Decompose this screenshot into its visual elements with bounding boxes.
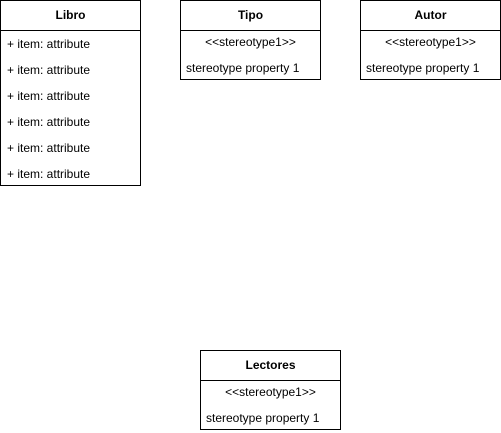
class-autor-stereotype: <<stereotype1>> [385, 35, 476, 49]
class-tipo-title: Tipo [181, 1, 320, 31]
libro-attribute: + item: attribute [7, 141, 91, 155]
libro-attribute: + item: attribute [7, 167, 91, 181]
class-libro-title: Libro [1, 1, 140, 31]
class-lectores-property: stereotype property 1 [206, 411, 320, 425]
class-tipo-property: stereotype property 1 [186, 61, 300, 75]
class-tipo[interactable]: Tipo <<stereotype1>> stereotype property… [180, 0, 321, 80]
class-libro[interactable]: Libro + item: attribute + item: attribut… [0, 0, 141, 186]
libro-attribute: + item: attribute [7, 115, 91, 129]
class-tipo-stereotype: <<stereotype1>> [205, 35, 296, 49]
class-lectores-title: Lectores [201, 351, 340, 381]
class-autor-property: stereotype property 1 [366, 61, 480, 75]
libro-attribute: + item: attribute [7, 63, 91, 77]
class-libro-attributes: + item: attribute + item: attribute + it… [1, 31, 140, 187]
class-lectores[interactable]: Lectores <<stereotype1>> stereotype prop… [200, 350, 341, 430]
libro-attribute: + item: attribute [7, 37, 91, 51]
class-autor-title: Autor [361, 1, 500, 31]
libro-attribute: + item: attribute [7, 89, 91, 103]
class-lectores-stereotype: <<stereotype1>> [225, 385, 316, 399]
class-autor[interactable]: Autor <<stereotype1>> stereotype propert… [360, 0, 501, 80]
